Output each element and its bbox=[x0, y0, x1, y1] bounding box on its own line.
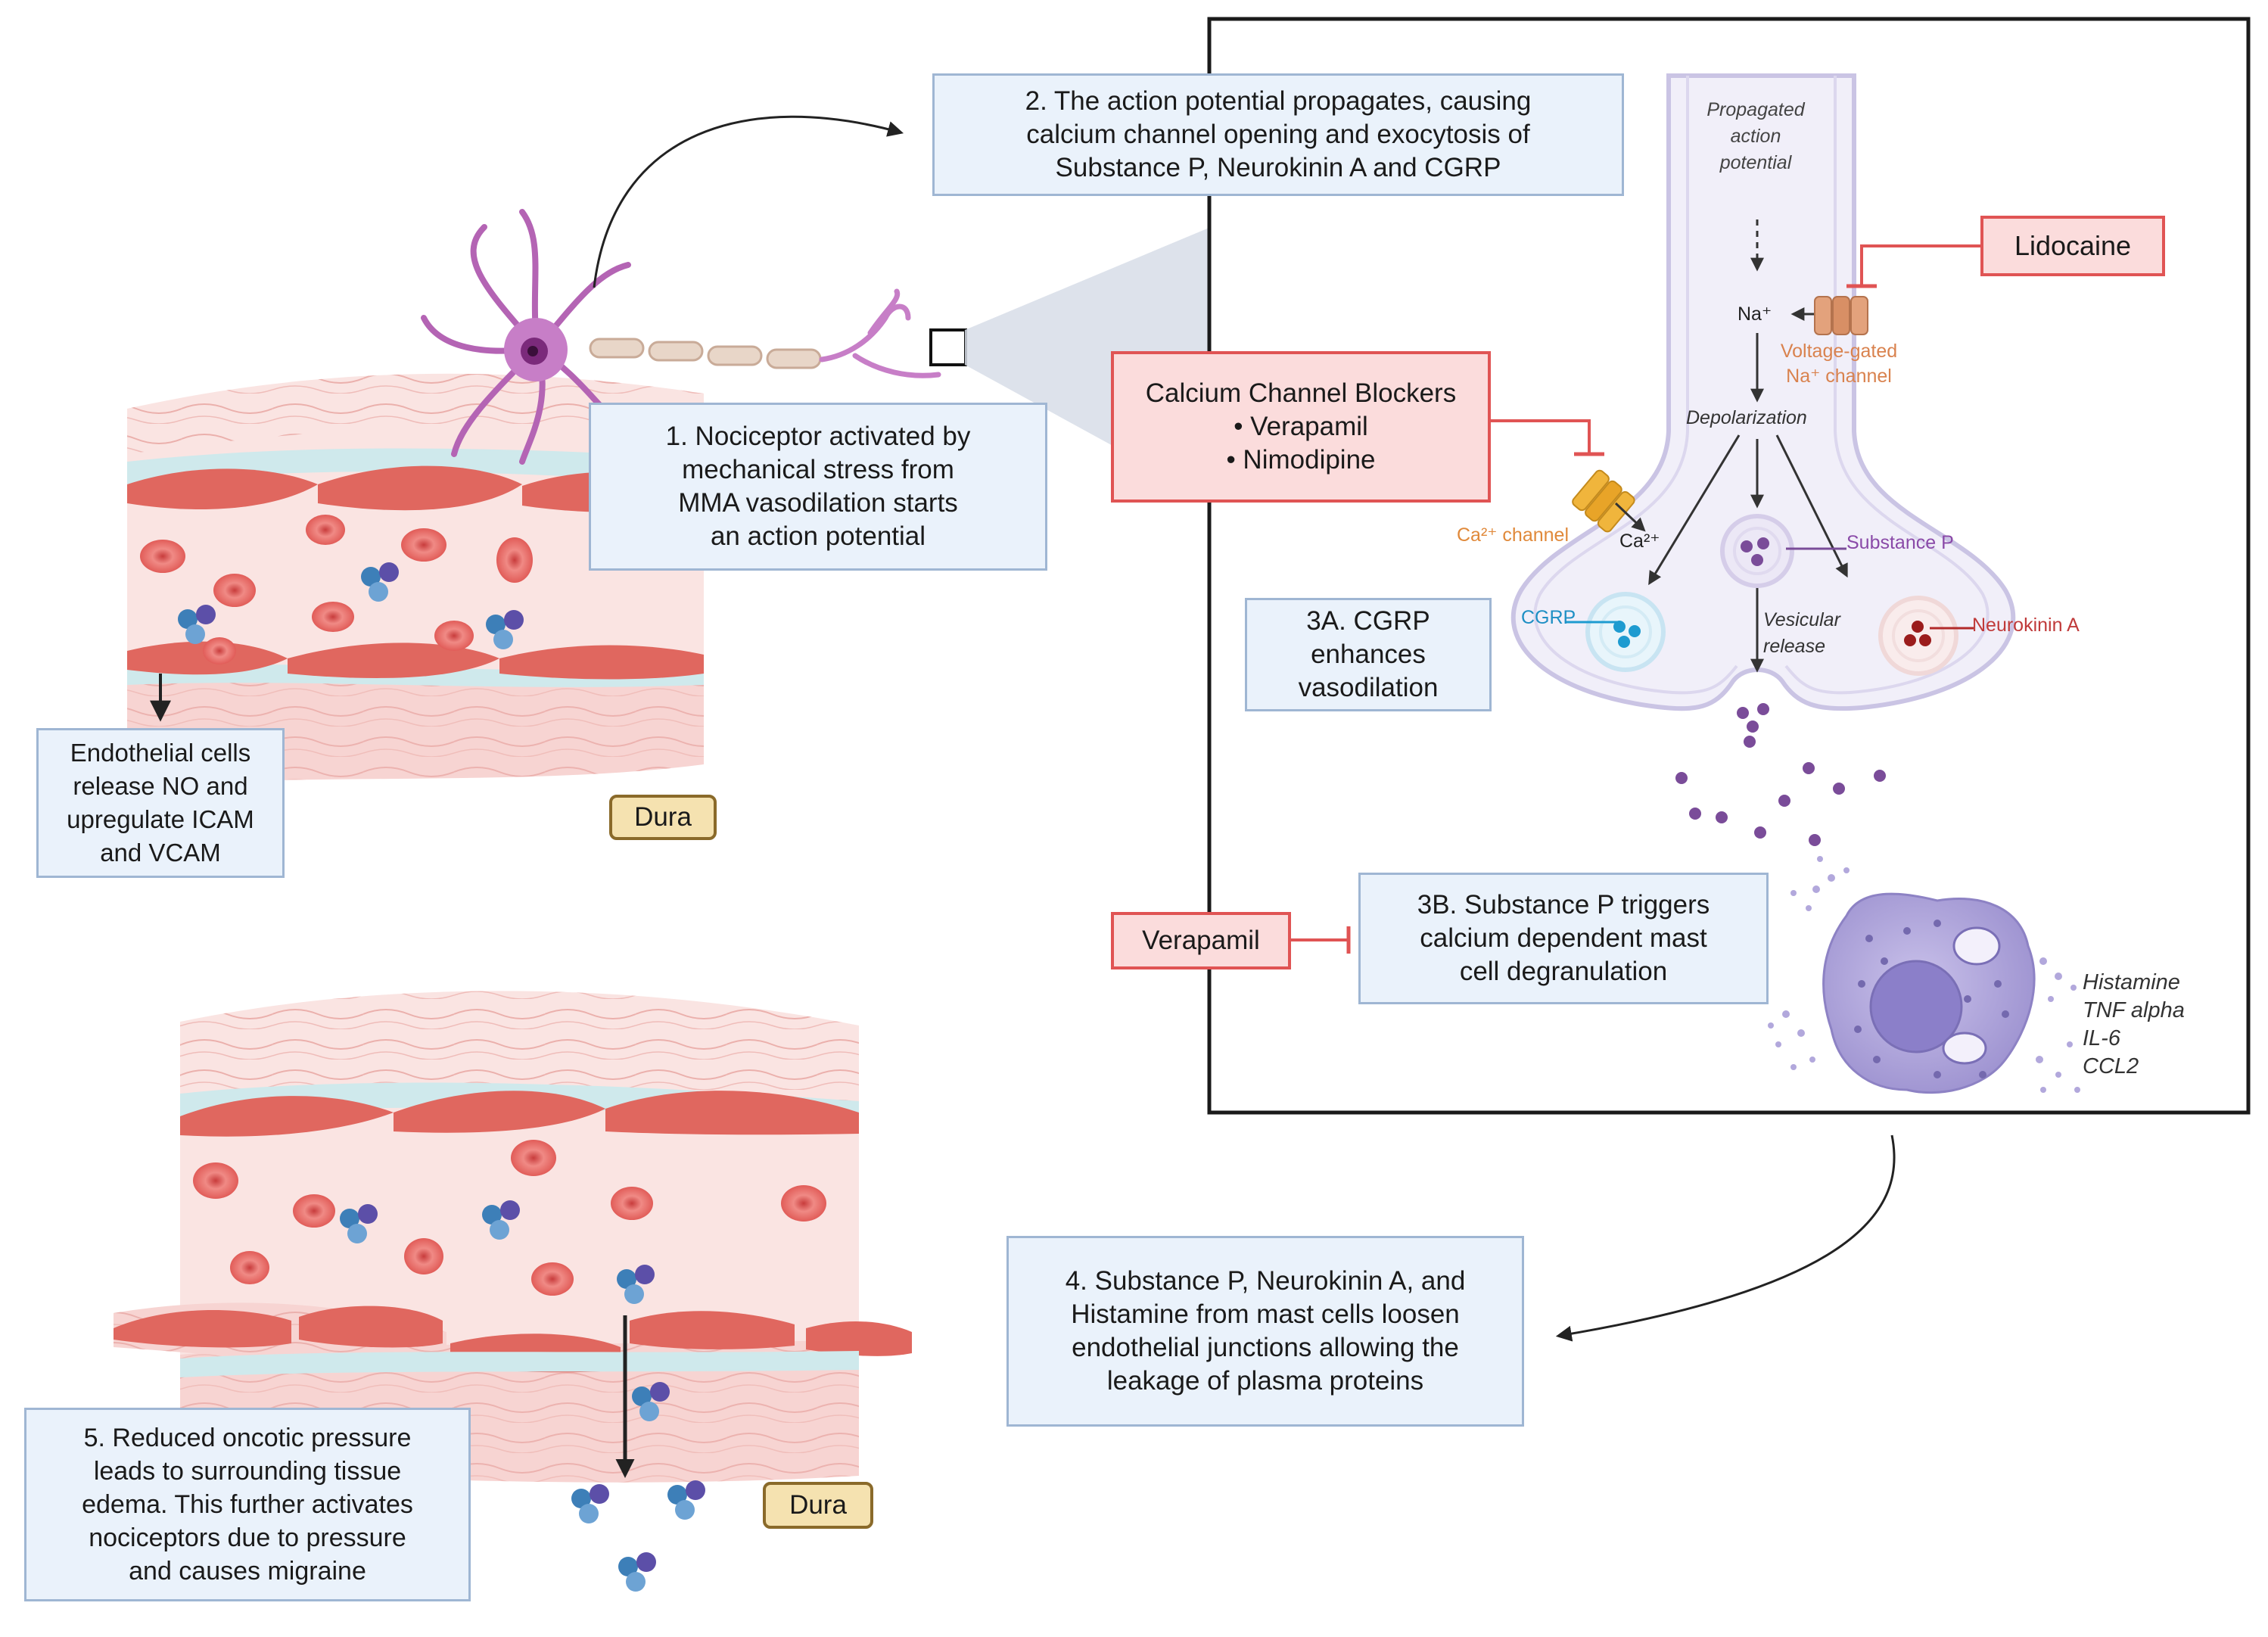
step3a-line: enhances bbox=[1311, 640, 1426, 669]
nociceptor-neuron bbox=[421, 209, 967, 465]
vesicular-line: release bbox=[1763, 636, 1825, 657]
substance-p-label: Substance P bbox=[1846, 532, 1954, 553]
cgrp-vesicle bbox=[1585, 592, 1666, 672]
vesicular-release-label: Vesicular release bbox=[1763, 607, 1840, 660]
bottom-dura-tissue bbox=[114, 991, 912, 1592]
ccb-line: • Verapamil bbox=[1234, 412, 1368, 441]
bottom-plasma-proteins bbox=[340, 1200, 705, 1592]
dura-top-label: Dura bbox=[609, 795, 717, 840]
dura-text: Dura bbox=[634, 802, 692, 832]
na-label: Na⁺ bbox=[1738, 303, 1772, 325]
propagated-ap-label: Propagated action potential bbox=[1676, 97, 1835, 176]
step4-line: endothelial junctions allowing the bbox=[1072, 1333, 1459, 1362]
propagated-line: Propagated bbox=[1706, 99, 1805, 120]
step5-line: leads to surrounding tissue bbox=[93, 1457, 402, 1486]
top-dura-tissue bbox=[127, 373, 704, 787]
endothelial-line: release NO and bbox=[73, 772, 248, 800]
mast-cell bbox=[1768, 856, 2080, 1094]
released-neuropeptides bbox=[1675, 703, 1886, 846]
propagated-line: potential bbox=[1719, 152, 1792, 173]
step2-line: Substance P, Neurokinin A and CGRP bbox=[1055, 153, 1501, 182]
ccb-line: Calcium Channel Blockers bbox=[1145, 378, 1457, 408]
endothelial-box: Endothelial cells release NO and upregul… bbox=[36, 728, 285, 878]
endothelial-line: upregulate ICAM bbox=[67, 805, 254, 833]
top-red-blood-cells bbox=[140, 515, 533, 664]
step5-line: edema. This further activates bbox=[82, 1490, 413, 1519]
step4-line: 4. Substance P, Neurokinin A, and bbox=[1065, 1266, 1466, 1296]
depolarization-label: Depolarization bbox=[1686, 407, 1807, 428]
step4-box: 4. Substance P, Neurokinin A, and Histam… bbox=[1006, 1236, 1524, 1427]
step1-line: 1. Nociceptor activated by bbox=[665, 422, 971, 451]
ca-label: Ca²⁺ bbox=[1619, 531, 1660, 552]
step1-line: MMA vasodilation starts bbox=[678, 488, 958, 518]
voltage-gated-na-channel-icon bbox=[1814, 296, 1868, 335]
step3b-line: 3B. Substance P triggers bbox=[1417, 890, 1710, 920]
synaptic-terminal bbox=[1510, 73, 2016, 846]
step2-line: calcium channel opening and exocytosis o… bbox=[1026, 120, 1530, 149]
step5-box: 5. Reduced oncotic pressure leads to sur… bbox=[24, 1408, 471, 1601]
step5-line: and causes migraine bbox=[129, 1557, 366, 1586]
step4-line: leakage of plasma proteins bbox=[1106, 1366, 1424, 1396]
step3a-line: vasodilation bbox=[1298, 673, 1439, 702]
ccb-inhibition bbox=[1489, 419, 1591, 454]
ca-channel-label: Ca²⁺ channel bbox=[1457, 524, 1569, 546]
bottom-red-blood-cells bbox=[193, 1140, 826, 1296]
neurokinin-a-vesicle bbox=[1878, 596, 1958, 676]
propagation-arrow bbox=[593, 115, 904, 288]
synapse-zoom-box bbox=[929, 328, 967, 366]
step2-box: 2. The action potential propagates, caus… bbox=[932, 73, 1624, 196]
to-step4-arrow bbox=[1555, 1134, 1896, 1342]
endothelial-line: and VCAM bbox=[100, 839, 221, 867]
step4-line: Histamine from mast cells loosen bbox=[1071, 1299, 1460, 1329]
mediator-item: Histamine bbox=[2083, 970, 2180, 994]
step1-line: mechanical stress from bbox=[682, 455, 954, 484]
step3a-line: 3A. CGRP bbox=[1306, 606, 1430, 636]
na-channel-line: Voltage-gated bbox=[1780, 341, 1898, 362]
step3b-line: cell degranulation bbox=[1459, 957, 1668, 986]
step3b-box: 3B. Substance P triggers calcium depende… bbox=[1358, 873, 1769, 1004]
dura-bottom-label: Dura bbox=[763, 1482, 873, 1529]
mediator-item: IL-6 bbox=[2083, 1026, 2120, 1050]
lidocaine-text: Lidocaine bbox=[2014, 230, 2132, 261]
mediator-item: TNF alpha bbox=[2083, 998, 2185, 1022]
step2-line: 2. The action potential propagates, caus… bbox=[1025, 86, 1532, 116]
lidocaine-inhibition bbox=[1860, 244, 1990, 286]
top-plasma-proteins bbox=[178, 562, 524, 649]
verapamil-text: Verapamil bbox=[1142, 926, 1260, 955]
step3a-box: 3A. CGRP enhances vasodilation bbox=[1245, 598, 1492, 711]
step5-line: nociceptors due to pressure bbox=[89, 1523, 406, 1552]
mediator-item: CCL2 bbox=[2083, 1054, 2139, 1078]
calcium-channel-blockers-box: Calcium Channel Blockers • Verapamil • N… bbox=[1111, 351, 1491, 503]
step5-line: 5. Reduced oncotic pressure bbox=[83, 1424, 412, 1452]
ccb-line: • Nimodipine bbox=[1226, 445, 1376, 475]
mast-cell-mediators: Histamine TNF alpha IL-6 CCL2 bbox=[2083, 969, 2185, 1081]
vesicular-line: Vesicular bbox=[1763, 609, 1840, 630]
ca-channel-icon bbox=[1572, 469, 1635, 533]
na-channel-label: Voltage-gated Na⁺ channel bbox=[1763, 339, 1915, 389]
dura-text: Dura bbox=[789, 1490, 847, 1520]
lidocaine-box: Lidocaine bbox=[1980, 216, 2165, 276]
neurokinin-a-label: Neurokinin A bbox=[1972, 615, 2080, 636]
step1-line: an action potential bbox=[710, 521, 926, 551]
na-channel-line: Na⁺ channel bbox=[1786, 366, 1892, 387]
step1-box: 1. Nociceptor activated by mechanical st… bbox=[589, 403, 1047, 571]
cgrp-label: CGRP bbox=[1521, 607, 1576, 628]
verapamil-box: Verapamil bbox=[1111, 912, 1291, 969]
propagated-line: action bbox=[1730, 126, 1781, 147]
step3b-line: calcium dependent mast bbox=[1420, 923, 1707, 953]
substance-p-vesicle bbox=[1720, 514, 1794, 588]
endothelial-line: Endothelial cells bbox=[70, 739, 251, 767]
